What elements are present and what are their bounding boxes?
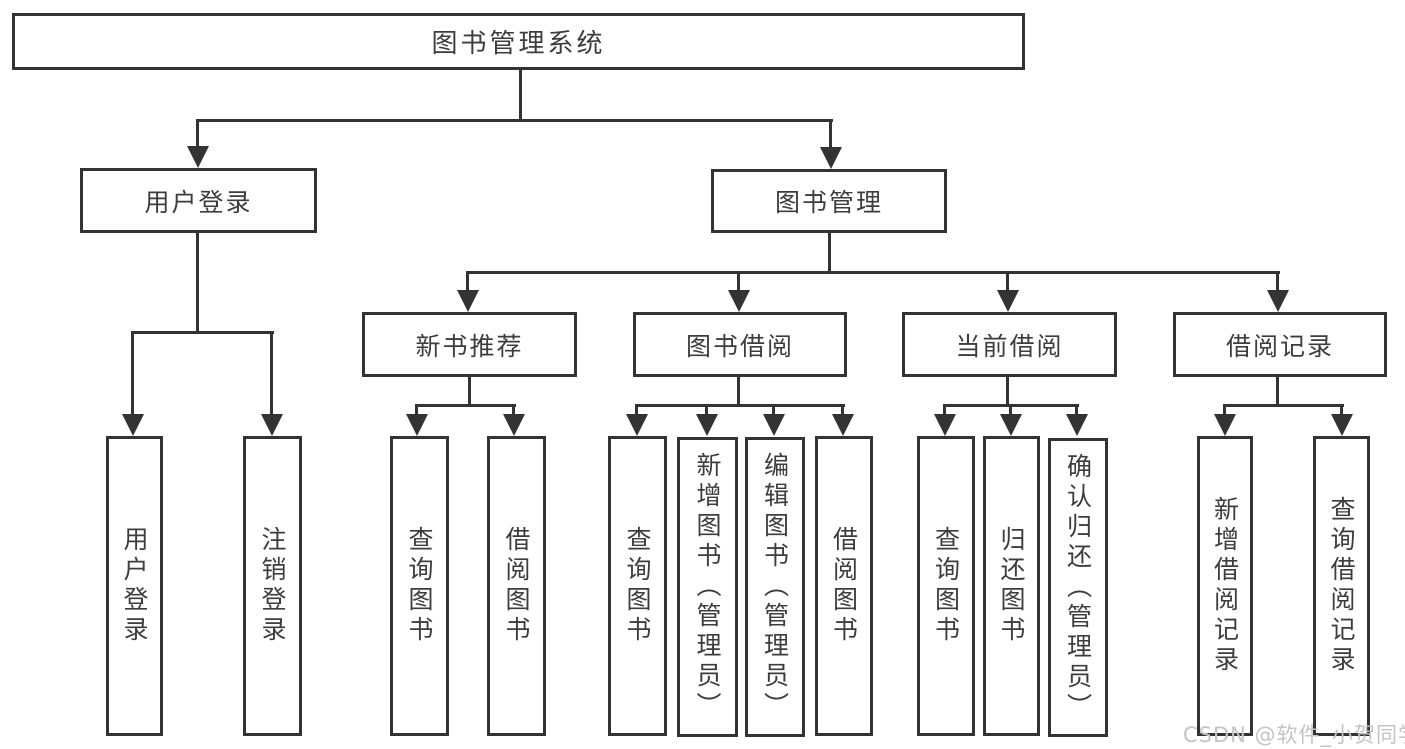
node-label: 编辑图书（管理员） [760,452,790,722]
arrow-down-icon [728,290,750,312]
arrow-down-icon [997,290,1019,312]
connector-line [197,119,833,122]
node-book-management: 图书管理 [711,169,947,233]
connector-line [737,271,740,298]
connector-line [772,404,775,422]
connector-line [468,375,471,407]
arrow-down-icon [626,414,648,436]
connector-line [1075,404,1078,422]
leaf-nbr-borrow-books: 借阅图书 [487,436,546,736]
connector-line [519,68,522,121]
connector-line [737,375,740,407]
node-label: 确认归还（管理员） [1063,452,1093,723]
node-current-borrow: 当前借阅 [902,312,1117,377]
connector-line [705,404,708,422]
node-label: 图书管理系统 [431,29,606,59]
leaf-cb-confirm-return-admin: 确认归还（管理员） [1048,438,1108,737]
node-label: 图书借阅 [685,331,794,361]
node-label: 新增图书（管理员） [693,452,722,722]
arrow-down-icon [261,414,283,436]
connector-line [132,331,274,334]
connector-line [1223,404,1344,407]
arrow-down-icon [187,146,209,168]
connector-line [1006,375,1009,407]
connector-line [270,331,273,422]
connector-line [943,404,946,422]
connector-line [1006,271,1009,298]
leaf-logout: 注销登录 [243,436,302,736]
arrow-down-icon [406,414,428,436]
arrow-down-icon [1000,414,1022,436]
connector-line [1223,404,1226,422]
node-user-login: 用户登录 [80,168,317,233]
connector-line [416,404,516,407]
node-label: 借阅记录 [1225,331,1334,361]
connector-line [635,404,845,407]
node-new-book-recommend: 新书推荐 [362,312,577,377]
node-label: 用户登录 [120,526,149,646]
connector-line [635,404,638,422]
connector-line [1276,271,1279,298]
connector-line [1009,404,1012,422]
node-label: 查询图书 [405,526,434,646]
connector-line [1276,375,1279,407]
node-label: 查询图书 [931,526,961,646]
node-label: 借阅图书 [502,526,531,646]
connector-line [466,271,1280,274]
node-label: 查询图书 [623,526,652,646]
connector-line [1340,404,1343,422]
connector-line [196,119,199,154]
arrow-down-icon [832,414,854,436]
arrow-down-icon [1331,414,1353,436]
node-label: 借阅图书 [829,526,859,646]
connector-line [196,232,199,333]
arrow-down-icon [696,414,718,436]
connector-line [828,232,831,274]
leaf-nbr-query-books: 查询图书 [390,436,449,736]
node-root-system: 图书管理系统 [12,13,1025,70]
node-label: 图书管理 [774,188,883,217]
node-label: 当前借阅 [955,331,1064,361]
node-label: 归还图书 [997,526,1026,646]
connector-line [829,119,832,155]
leaf-br-add-record: 新增借阅记录 [1197,436,1253,736]
leaf-cb-return-books: 归还图书 [983,436,1040,736]
connector-line [512,404,515,422]
connector-line [415,404,418,422]
leaf-br-query-record: 查询借阅记录 [1313,436,1370,736]
leaf-bb-edit-books-admin: 编辑图书（管理员） [745,437,805,737]
connector-line [841,404,844,422]
arrow-down-icon [503,414,525,436]
arrow-down-icon [457,290,479,312]
arrow-down-icon [820,147,842,169]
node-label: 新书推荐 [415,331,524,361]
arrow-down-icon [763,414,785,436]
node-label: 注销登录 [258,526,287,646]
node-label: 用户登录 [144,187,253,217]
node-book-borrow: 图书借阅 [633,312,847,377]
leaf-bb-query-books: 查询图书 [608,436,667,736]
arrow-down-icon [1267,290,1289,312]
watermark: CSDN @软件_小贺同学 [1183,723,1405,747]
arrow-down-icon [934,414,956,436]
connector-line [466,271,469,298]
node-label: 查询借阅记录 [1327,496,1356,676]
arrow-down-icon [1214,414,1236,436]
connector-line [131,331,134,422]
arrow-down-icon [122,414,144,436]
node-label: 新增借阅记录 [1210,496,1240,676]
arrow-down-icon [1066,414,1088,436]
node-borrow-records: 借阅记录 [1173,312,1387,377]
leaf-cb-query-books: 查询图书 [917,436,975,736]
leaf-user-login: 用户登录 [106,436,163,736]
leaf-bb-borrow-books: 借阅图书 [815,436,873,736]
leaf-bb-add-books-admin: 新增图书（管理员） [677,437,738,737]
